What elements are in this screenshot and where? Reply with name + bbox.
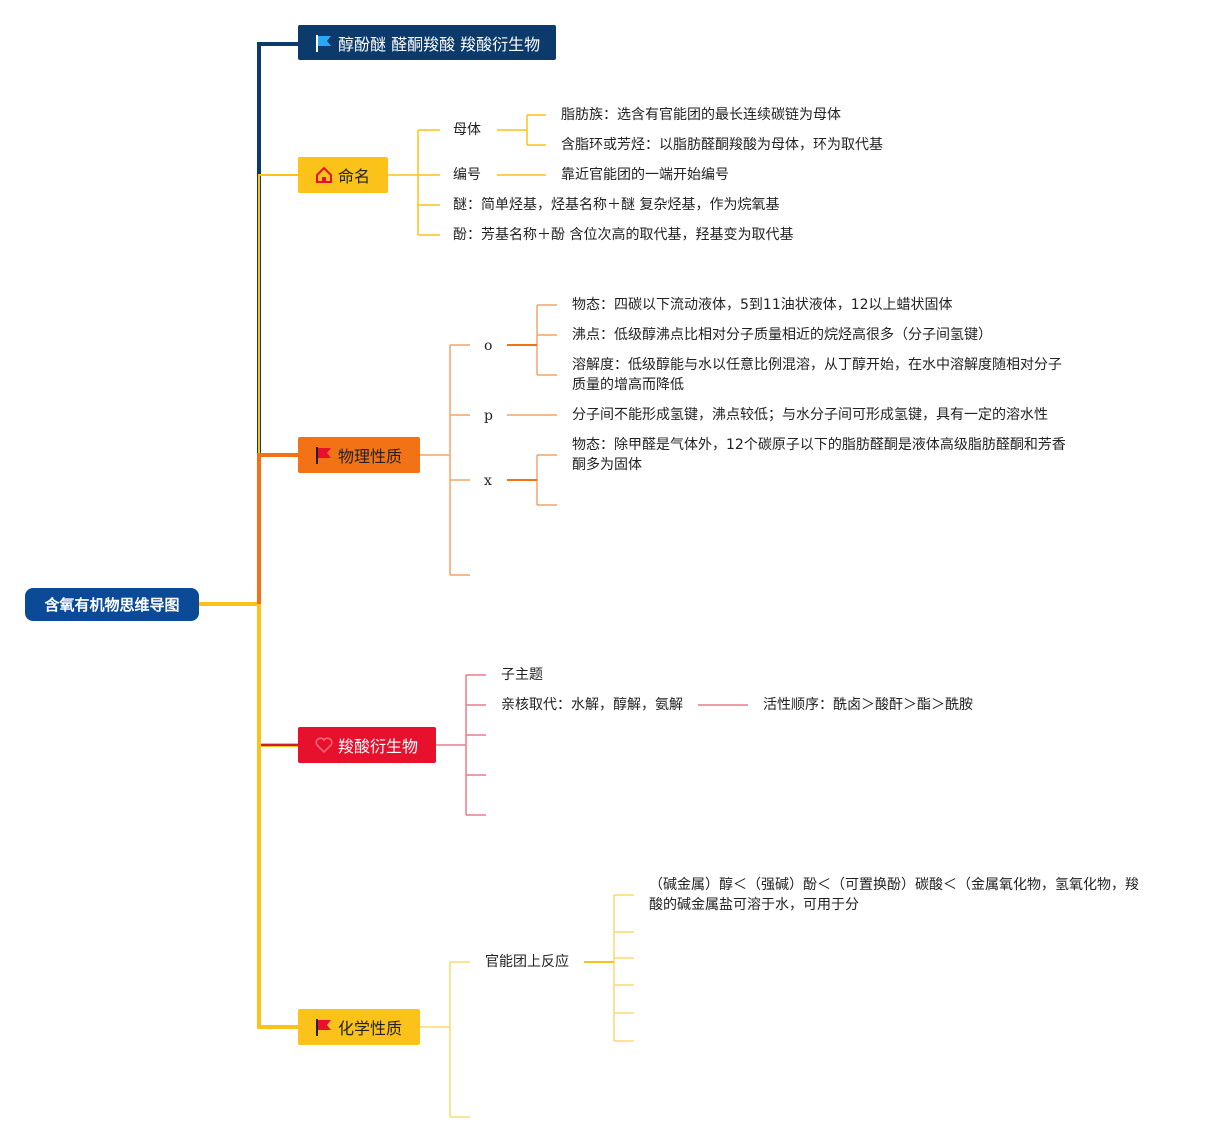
naming-aliphatic[interactable]: 脂肪族：选含有官能团的最长连续碳链为母体 <box>561 107 841 123</box>
flag-icon <box>314 1017 334 1037</box>
branch-overview-label: 醇酚醚 醛酮羧酸 羧酸衍生物 <box>338 34 541 54</box>
physical-o-solubility[interactable]: 溶解度：低级醇能与水以任意比例混溶，从丁醇开始，在水中溶解度随相对分子质量的增高… <box>572 357 1062 393</box>
derivatives-nucleophilic[interactable]: 亲核取代：水解，醇解，氨解 <box>501 697 683 713</box>
chemical-acidity[interactable]: （碱金属）醇＜（强碱）酚＜（可置换酚）碳酸＜（金属氧化物，氢氧化物，羧酸的碱金属… <box>649 877 1139 913</box>
naming-parent[interactable]: 母体 <box>453 122 481 138</box>
branch-chemical[interactable]: 化学性质 <box>298 1009 420 1045</box>
branch-derivatives-label: 羧酸衍生物 <box>338 737 419 756</box>
root-topic[interactable]: 含氧有机物思维导图 <box>25 588 199 621</box>
branch-physical[interactable]: 物理性质 <box>298 437 420 473</box>
naming-ring[interactable]: 含脂环或芳烃：以脂肪醛酮羧酸为母体，环为取代基 <box>561 137 883 153</box>
naming-ether[interactable]: 醚：简单烃基，烃基名称＋醚 复杂烃基，作为烷氧基 <box>453 197 780 213</box>
house-icon <box>314 165 334 185</box>
chemical-reaction[interactable]: 官能团上反应 <box>485 954 569 970</box>
branch-chemical-label: 化学性质 <box>338 1019 403 1038</box>
heart-icon <box>314 735 334 755</box>
naming-numbering-rule[interactable]: 靠近官能团的一端开始编号 <box>561 167 729 183</box>
physical-o[interactable]: o <box>484 338 493 354</box>
branch-naming-label: 命名 <box>338 167 371 186</box>
branch-physical-label: 物理性质 <box>338 447 403 466</box>
flag-icon <box>314 445 334 465</box>
branch-naming[interactable]: 命名 <box>298 157 388 193</box>
branch-overview[interactable]: 醇酚醚 醛酮羧酸 羧酸衍生物 <box>298 25 556 60</box>
branch-derivatives[interactable]: 羧酸衍生物 <box>298 727 436 763</box>
naming-numbering[interactable]: 编号 <box>453 167 481 183</box>
naming-phenol[interactable]: 酚：芳基名称＋酚 含位次高的取代基，羟基变为取代基 <box>453 227 794 243</box>
root-topic-label: 含氧有机物思维导图 <box>44 596 180 614</box>
physical-o-boil[interactable]: 沸点：低级醇沸点比相对分子质量相近的烷烃高很多（分子间氢键） <box>572 327 992 343</box>
physical-o-state[interactable]: 物态：四碳以下流动液体，5到11油状液体，12以上蜡状固体 <box>572 297 953 313</box>
derivatives-order[interactable]: 活性顺序：酰卤＞酸酐＞酯＞酰胺 <box>763 697 973 713</box>
physical-p-text[interactable]: 分子间不能形成氢键，沸点较低；与水分子间可形成氢键，具有一定的溶水性 <box>572 407 1048 423</box>
derivatives-subtopic[interactable]: 子主题 <box>501 667 543 683</box>
physical-x-state[interactable]: 物态：除甲醛是气体外，12个碳原子以下的脂肪醛酮是液体高级脂肪醛酮和芳香酮多为固… <box>572 437 1066 473</box>
physical-p[interactable]: p <box>484 408 493 424</box>
physical-x[interactable]: x <box>484 473 492 489</box>
flag-icon <box>314 33 334 53</box>
